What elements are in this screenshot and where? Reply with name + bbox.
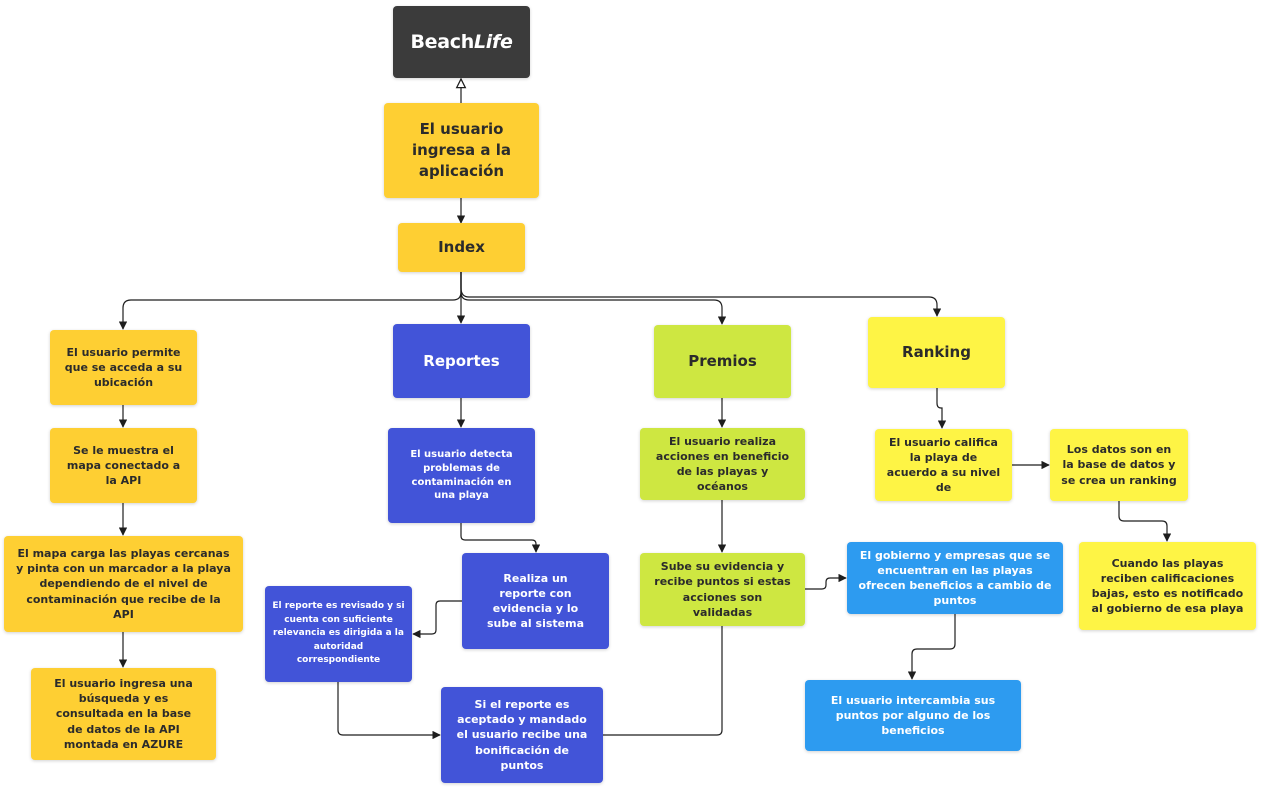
node-permite-ubicacion[interactable]: El usuario permite que se acceda a su ub… <box>50 330 197 405</box>
connector-ranking-to-califica <box>936 388 947 429</box>
node-index[interactable]: Index <box>398 223 525 272</box>
node-label: Premios <box>688 352 757 371</box>
node-label: El usuario realiza acciones en beneficio… <box>655 434 790 494</box>
logo-text-part2: Life <box>473 30 513 53</box>
node-reportes[interactable]: Reportes <box>393 324 530 398</box>
node-califica-playa[interactable]: El usuario califica la playa de acuerdo … <box>875 429 1012 501</box>
logo-text-part1: Beach <box>410 30 474 53</box>
node-label: El usuario califica la playa de acuerdo … <box>886 435 1001 495</box>
node-label: El mapa carga las playas cercanas y pint… <box>16 547 231 621</box>
node-label: El gobierno y empresas que se encuentran… <box>858 548 1052 608</box>
node-calificaciones-bajas[interactable]: Cuando las playas reciben calificaciones… <box>1079 542 1256 630</box>
connector-index-to-premios <box>460 272 727 325</box>
node-label: Reportes <box>423 351 500 370</box>
node-label: Index <box>438 238 485 257</box>
node-datos-ranking[interactable]: Los datos son en la base de datos y se c… <box>1050 429 1188 501</box>
node-busqueda-azure[interactable]: El usuario ingresa una búsqueda y es con… <box>31 668 216 760</box>
node-label: El usuario intercambia sus puntos por al… <box>830 693 996 738</box>
node-sube-evidencia[interactable]: Sube su evidencia y recibe puntos si est… <box>640 553 805 626</box>
logo-text: BeachLife <box>410 29 512 55</box>
connector-index-to-ubicacion <box>118 272 462 330</box>
node-ranking[interactable]: Ranking <box>868 317 1005 388</box>
node-label: Si el reporte es aceptado y mandado el u… <box>456 698 588 772</box>
node-gobierno-empresas[interactable]: El gobierno y empresas que se encuentran… <box>847 542 1063 614</box>
node-label: Realiza un reporte con evidencia y lo su… <box>486 571 585 631</box>
node-label: Los datos son en la base de datos y se c… <box>1061 443 1177 487</box>
node-label: Se le muestra el mapa conectado a la API <box>66 443 181 488</box>
node-realiza-acciones[interactable]: El usuario realiza acciones en beneficio… <box>640 428 805 500</box>
node-label: El usuario permite que se acceda a su ub… <box>64 345 183 390</box>
connector-evidencia-to-gobierno <box>805 573 847 590</box>
node-reporte-revisado[interactable]: El reporte es revisado y si cuenta con s… <box>265 586 412 682</box>
connector-revisado-to-aceptado <box>337 682 441 740</box>
node-realiza-reporte[interactable]: Realiza un reporte con evidencia y lo su… <box>462 553 609 649</box>
node-reporte-aceptado[interactable]: Si el reporte es aceptado y mandado el u… <box>441 687 603 783</box>
node-detecta-contaminacion[interactable]: El usuario detecta problemas de contamin… <box>388 428 535 523</box>
node-muestra-mapa[interactable]: Se le muestra el mapa conectado a la API <box>50 428 197 503</box>
node-label: El usuario ingresa a la aplicación <box>411 120 511 180</box>
connector-gobierno-to-intercambia <box>907 614 956 680</box>
connector-realiza-to-revisado <box>412 600 462 639</box>
node-label: Sube su evidencia y recibe puntos si est… <box>654 560 791 619</box>
node-label: Cuando las playas reciben calificaciones… <box>1091 556 1244 616</box>
node-mapa-carga-playas[interactable]: El mapa carga las playas cercanas y pint… <box>4 536 243 632</box>
node-label: El reporte es revisado y si cuenta con s… <box>272 601 405 666</box>
node-intercambia-puntos[interactable]: El usuario intercambia sus puntos por al… <box>805 680 1021 751</box>
node-premios[interactable]: Premios <box>654 325 791 398</box>
beachlife-logo: BeachLife <box>393 6 530 78</box>
node-label: El usuario ingresa una búsqueda y es con… <box>54 677 193 751</box>
connector-detecta-to-realiza <box>460 523 541 553</box>
connector-index-to-ranking <box>460 272 942 317</box>
node-ingresa-aplicacion[interactable]: El usuario ingresa a la aplicación <box>384 103 539 198</box>
connector-datos-to-calificaciones <box>1118 501 1172 542</box>
node-label: El usuario detecta problemas de contamin… <box>410 448 513 502</box>
node-label: Ranking <box>902 343 971 362</box>
